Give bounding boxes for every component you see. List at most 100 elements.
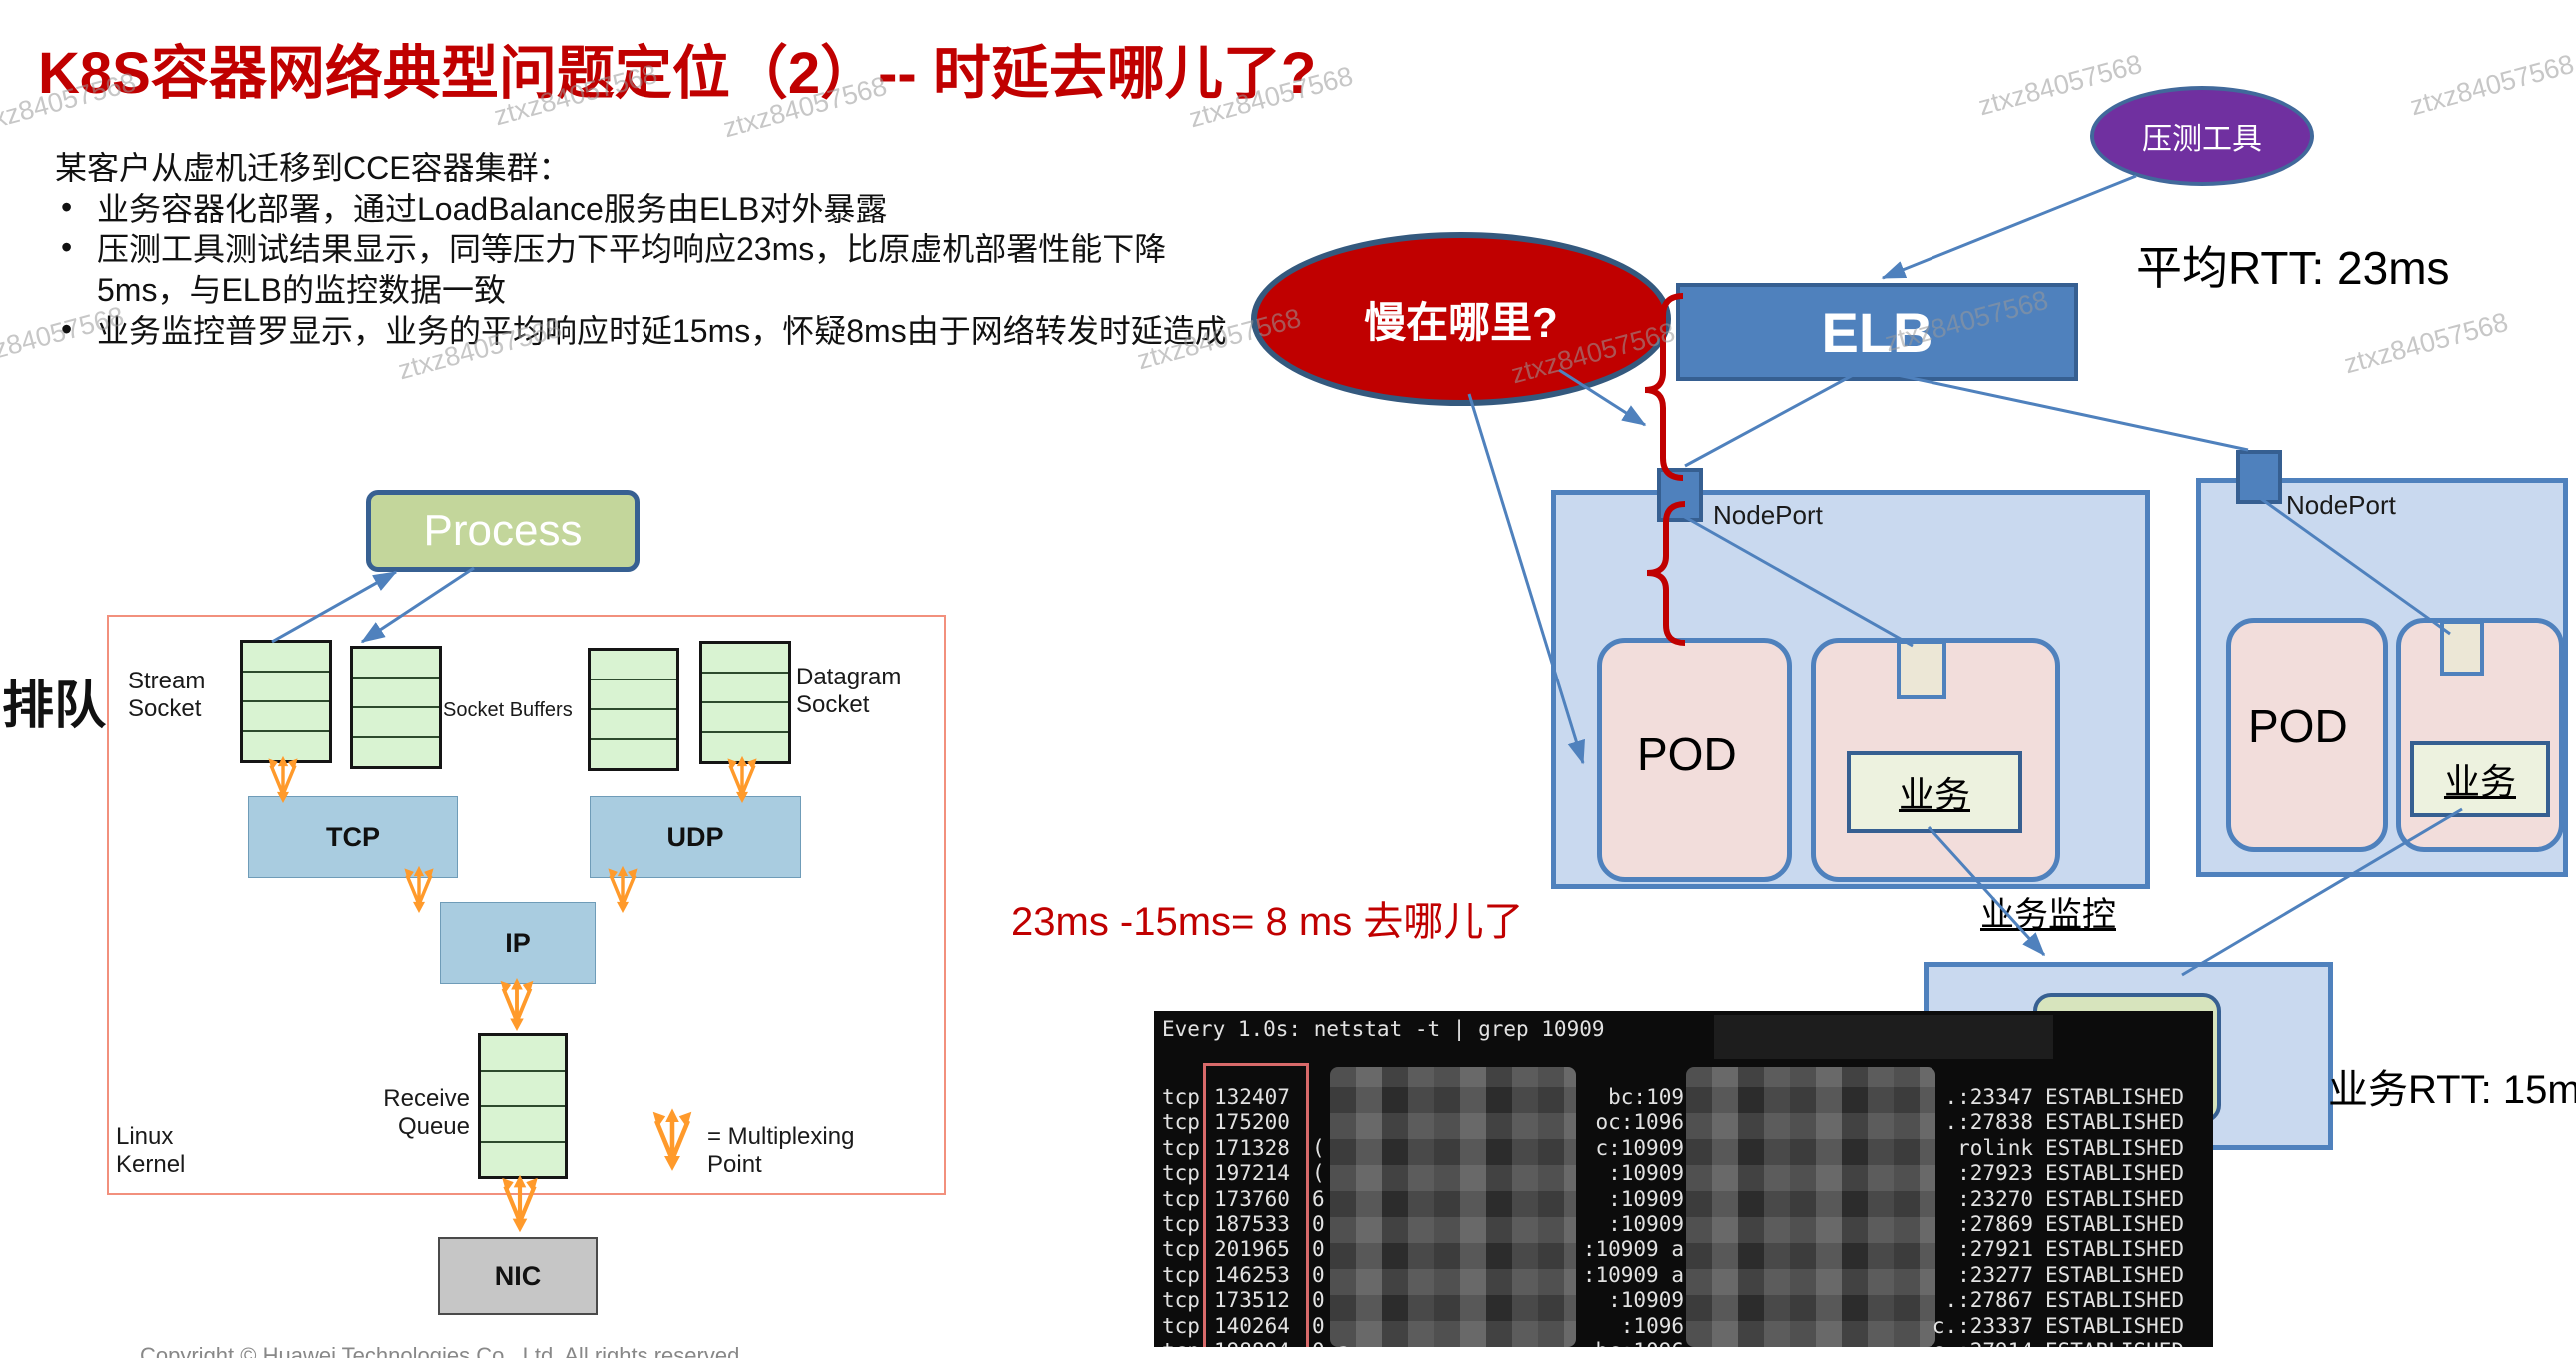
- queue-cell: [702, 674, 788, 703]
- netstat-cell-mid: :10909: [1608, 1212, 1684, 1236]
- netstat-cell-state: ESTABLISHED: [2045, 1161, 2185, 1186]
- netstat-cell-recvq: 175200: [1214, 1110, 1290, 1135]
- netstat-cell-recvq: 187533: [1214, 1212, 1290, 1236]
- slow-question-ellipse: 慢在哪里?: [1251, 232, 1671, 406]
- socket-buffers-label: Socket Buffers: [443, 699, 573, 721]
- queue-cell: [243, 643, 329, 673]
- netstat-cell-proto: tcp: [1162, 1110, 1200, 1135]
- netstat-cell-proto: tcp: [1162, 1288, 1200, 1313]
- datagram-socket-label: Datagram Socket: [796, 664, 902, 718]
- netstat-cell-state: ESTABLISHED: [2045, 1186, 2185, 1211]
- netstat-cell-proto: tcp: [1162, 1161, 1200, 1186]
- tcp-box: TCP: [248, 796, 458, 878]
- netstat-cell-state: ESTABLISHED: [2045, 1237, 2185, 1262]
- netstat-cell-tail: .:23347: [1944, 1085, 2033, 1109]
- netstat-cell-state: ESTABLISHED: [2045, 1313, 2185, 1338]
- service-box: 业务: [1847, 751, 2022, 833]
- pod-label: POD: [1637, 728, 1737, 780]
- netstat-cell-proto: tcp: [1162, 1339, 1200, 1347]
- elb-to-nodeport-left-line: [1684, 372, 1856, 468]
- process-box: Process: [366, 490, 640, 572]
- queue-cell: [243, 673, 329, 702]
- netstat-cell-proto: tcp: [1162, 1186, 1200, 1211]
- udp-box: UDP: [590, 796, 801, 878]
- censored-block: [1330, 1067, 1576, 1347]
- socket-buffer-stack: [588, 648, 679, 771]
- queue-cell: [702, 733, 788, 761]
- netstat-cell-tail: c.:23337: [1932, 1313, 2033, 1338]
- nic-box: NIC: [438, 1237, 598, 1315]
- elb-box: ELB: [1676, 283, 2078, 381]
- stress-tool-ellipse: 压测工具: [2090, 86, 2314, 186]
- netstat-cell-sendq: 6: [1312, 1186, 1325, 1211]
- bullet-item: • 业务容器化部署，通过LoadBalance服务由ELB对外暴露: [55, 189, 1254, 230]
- terminal-smudge: [1714, 1015, 2053, 1059]
- stress-to-elb-arrow: [1881, 174, 2137, 280]
- bullet-text: 业务容器化部署，通过LoadBalance服务由ELB对外暴露: [97, 190, 888, 227]
- service-monitor-label: 业务监控: [1980, 896, 2116, 934]
- netstat-cell-mid: bc:1096: [1484, 1339, 1684, 1347]
- netstat-cell-sendq: 0 a: [1312, 1339, 1350, 1347]
- page-title: K8S容器网络典型问题定位（2）-- 时延去哪儿了?: [38, 41, 1317, 106]
- netstat-cell-recvq: 146253: [1214, 1262, 1290, 1287]
- socket-buffer-stack: [350, 646, 442, 769]
- netstat-cell-tail: .:27867: [1944, 1288, 2033, 1313]
- netstat-cell-tail: c.:27914: [1834, 1339, 2033, 1347]
- netstat-cell-mid: :10909: [1608, 1186, 1684, 1211]
- netstat-cell-tail: .:27838: [1944, 1110, 2033, 1135]
- netstat-cell-sendq: (: [1312, 1161, 1325, 1186]
- netstat-cell-mid: bc:109: [1608, 1085, 1684, 1109]
- netstat-cell-recvq: 201965: [1214, 1237, 1290, 1262]
- queue-cell: [702, 644, 788, 674]
- netstat-cell-proto: tcp: [1162, 1313, 1200, 1338]
- netstat-cell-recvq: 132407: [1214, 1085, 1290, 1109]
- netstat-cell-mid: :10909: [1608, 1288, 1684, 1313]
- elb-to-nodeport-right-line: [1892, 372, 2249, 452]
- pod-label: POD: [2248, 700, 2348, 752]
- queue-cell: [591, 651, 676, 680]
- netstat-cell-state: ESTABLISHED: [2045, 1085, 2185, 1109]
- intro-heading: 某客户从虚机迁移到CCE容器集群：: [55, 150, 571, 186]
- receive-queue-label: Receive Queue: [383, 1085, 470, 1140]
- intro-text: 某客户从虚机迁移到CCE容器集群： • 业务容器化部署，通过LoadBalanc…: [55, 148, 1254, 351]
- bullet-item: • 压测工具测试结果显示，同等压力下平均响应23ms，比原虚机部署性能下降5ms…: [55, 229, 1254, 310]
- netstat-cell-recvq: 198894: [1214, 1339, 1290, 1347]
- netstat-cell-state: ESTABLISHED: [2045, 1110, 2185, 1135]
- netstat-cell-tail: :23270: [1957, 1186, 2033, 1211]
- stream-socket-label: Stream Socket: [128, 668, 206, 722]
- netstat-cell-state: ESTABLISHED: [2045, 1262, 2185, 1287]
- linux-kernel-label: Linux Kernel: [116, 1123, 186, 1178]
- netstat-cell-state: ESTABLISHED: [2045, 1339, 2184, 1347]
- pod-port-notch: [2440, 620, 2484, 676]
- queue-cell: [243, 702, 329, 732]
- queue-cell: [481, 1107, 565, 1143]
- avg-rtt-label: 平均RTT: 23ms: [2136, 242, 2450, 294]
- netstat-cell-proto: tcp: [1162, 1212, 1200, 1236]
- queue-cell: [353, 738, 439, 766]
- copyright-text: Copyright © Huawei Technologies Co., Ltd…: [140, 1343, 746, 1358]
- netstat-cell-recvq: 171328: [1214, 1135, 1290, 1160]
- service-box: 业务: [2410, 741, 2550, 817]
- netstat-cell-recvq: 140264: [1214, 1313, 1290, 1338]
- netstat-row: tcp 198894 0 a bc:1096 c.:27914 ESTABLISHED: [1154, 1339, 2213, 1347]
- queue-cell: [481, 1143, 565, 1177]
- netstat-cell-proto: tcp: [1162, 1262, 1200, 1287]
- stream-socket-buffer-stack: [240, 640, 332, 763]
- netstat-cell-proto: tcp: [1162, 1135, 1200, 1160]
- netstat-cell-proto: tcp: [1162, 1237, 1200, 1262]
- ip-box: IP: [440, 902, 596, 984]
- terminal-command: Every 1.0s: netstat -t | grep 10909: [1162, 1017, 1605, 1041]
- latency-formula-text: 23ms -15ms= 8 ms 去哪儿了: [1011, 900, 1524, 944]
- netstat-cell-tail: :27921: [1957, 1237, 2033, 1262]
- bullet-text: 业务监控普罗显示，业务的平均响应时延15ms，怀疑8ms由于网络转发时延造成: [97, 312, 1227, 349]
- netstat-cell-state: ESTABLISHED: [2045, 1212, 2185, 1236]
- netstat-cell-mid: :10909 a: [1582, 1237, 1684, 1262]
- pod-port-notch: [1897, 640, 1946, 699]
- netstat-cell-tail: :27869: [1957, 1212, 2033, 1236]
